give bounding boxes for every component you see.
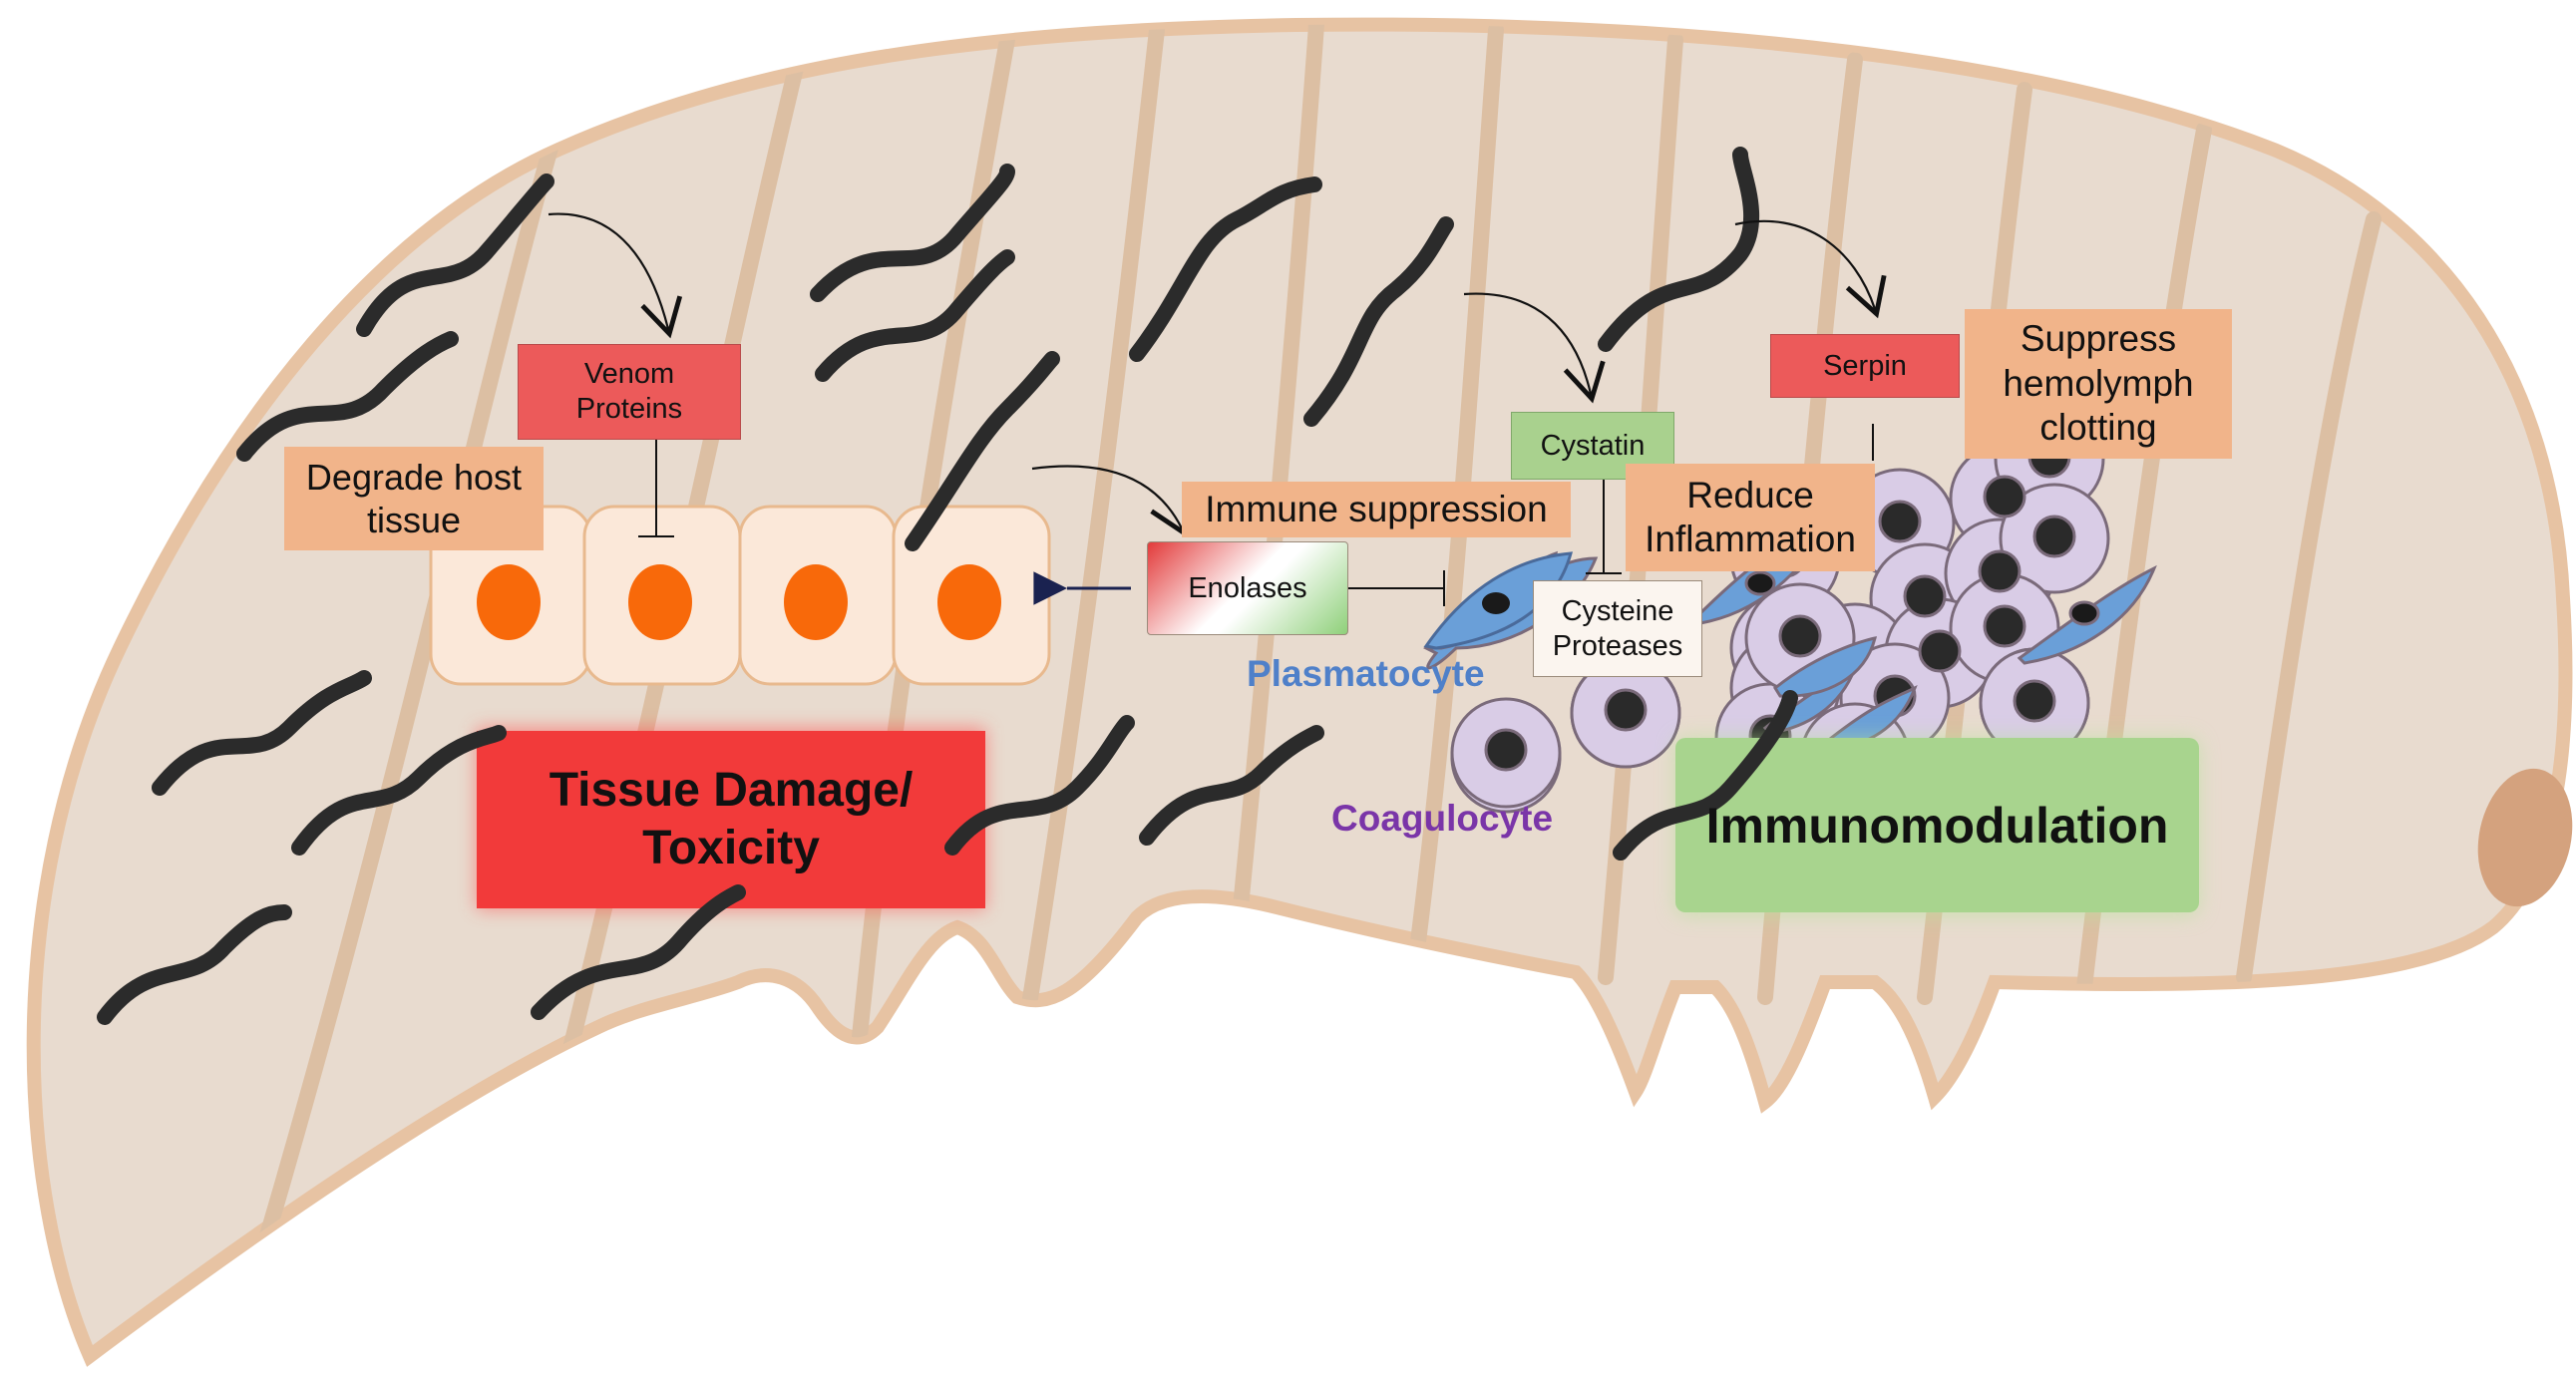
enolases-box: Enolases	[1147, 541, 1348, 635]
release-arrows	[548, 212, 1887, 537]
tissue-damage-box	[477, 731, 985, 908]
nucleus	[628, 564, 692, 640]
plasmatocyte-nucleus	[1482, 592, 1510, 614]
nucleus	[937, 564, 1001, 640]
nucleus	[477, 564, 541, 640]
nucleus	[784, 564, 848, 640]
plasmatocyte-label: Plasmatocyte	[1247, 652, 1485, 694]
cysteine-proteases-box: Cysteine Proteases	[1533, 580, 1702, 677]
epithelial-cells	[429, 505, 1051, 686]
immunomodulation-label: Immunomodulation	[1705, 797, 2169, 854]
nematodes	[97, 147, 1798, 1025]
serpin-box: Serpin	[1770, 334, 1960, 398]
tissue-damage-label: Tissue Damage/ Toxicity	[549, 764, 914, 874]
coagulocyte-cells	[1450, 657, 1681, 809]
venom-proteins-box: Venom Proteins	[518, 344, 741, 440]
reduce-inflammation-label: Reduce Inflammation	[1626, 464, 1875, 571]
inhibition-lines	[638, 424, 1874, 606]
suppress-clotting-label: Suppress hemolymph clotting	[1965, 309, 2232, 459]
immunomodulation-box	[1675, 738, 2199, 912]
degrade-host-tissue-label: Degrade host tissue	[284, 447, 544, 550]
immune-suppression-label: Immune suppression	[1182, 482, 1571, 537]
coagulocyte-label: Coagulocyte	[1331, 797, 1554, 839]
head-spot	[2477, 768, 2573, 907]
